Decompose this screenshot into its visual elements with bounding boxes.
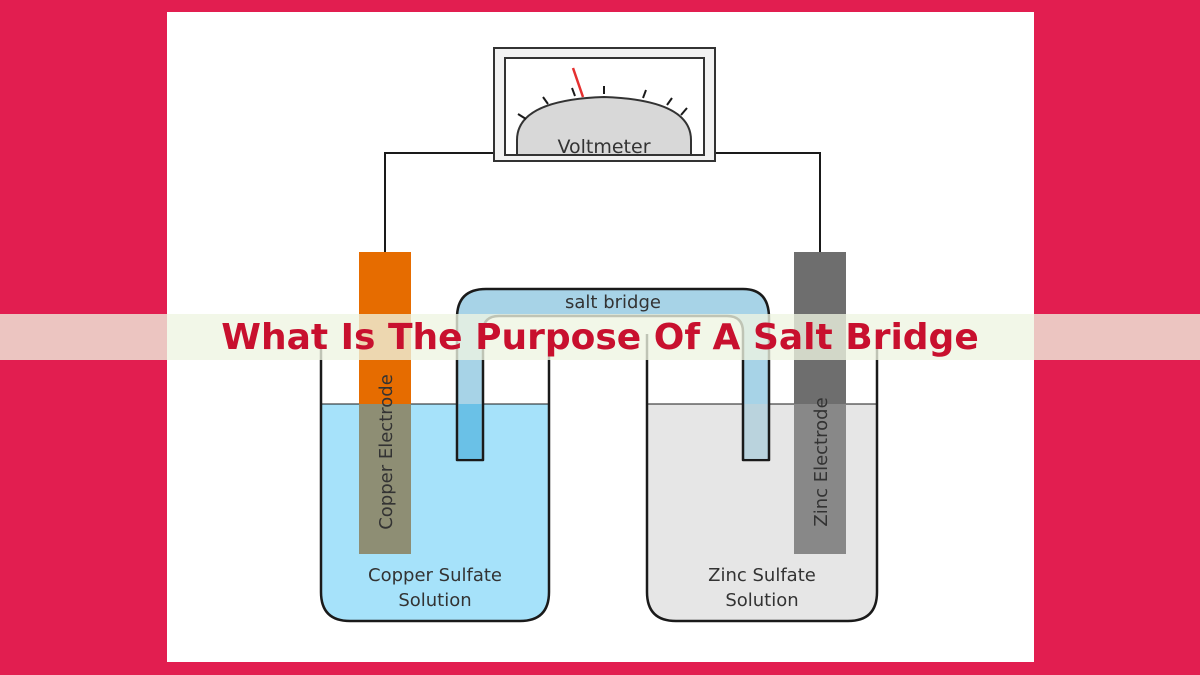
zinc-electrode-bottom <box>794 404 846 554</box>
copper-solution-label-line1: Copper Sulfate <box>368 565 502 586</box>
copper-sulfate-solution <box>321 404 549 621</box>
salt-bridge-label: salt bridge <box>565 292 661 313</box>
left-wire <box>384 152 494 252</box>
dial-ticks <box>517 86 688 120</box>
copper-electrode-bottom <box>359 404 411 554</box>
circuit-wires <box>384 152 821 252</box>
zinc-solution-label-line2: Solution <box>725 590 798 611</box>
copper-solution-label-line2: Solution <box>398 590 471 611</box>
zinc-solution-label-line1: Zinc Sulfate <box>708 565 816 586</box>
voltmeter-dial <box>516 95 692 156</box>
zinc-electrode: Zinc Electrode <box>794 252 846 554</box>
right-wire <box>715 152 821 252</box>
voltmeter-needle <box>571 67 585 98</box>
galvanic-cell-diagram: Voltmeter salt bridge Copper Electrode <box>319 47 879 623</box>
copper-electrode: Copper Electrode <box>359 252 411 554</box>
salt-bridge-left-submerged <box>458 404 482 459</box>
right-beaker-outline <box>645 334 879 623</box>
salt-bridge-right-submerged <box>744 404 768 459</box>
zinc-electrode-label: Zinc Electrode <box>811 397 832 526</box>
voltmeter: Voltmeter <box>493 47 716 162</box>
left-beaker-outline <box>319 334 551 623</box>
title-banner: What Is The Purpose Of A Salt Bridge <box>0 314 1200 360</box>
page-title: What Is The Purpose Of A Salt Bridge <box>221 316 979 358</box>
voltmeter-label: Voltmeter <box>557 136 650 158</box>
copper-electrode-label: Copper Electrode <box>376 374 397 530</box>
